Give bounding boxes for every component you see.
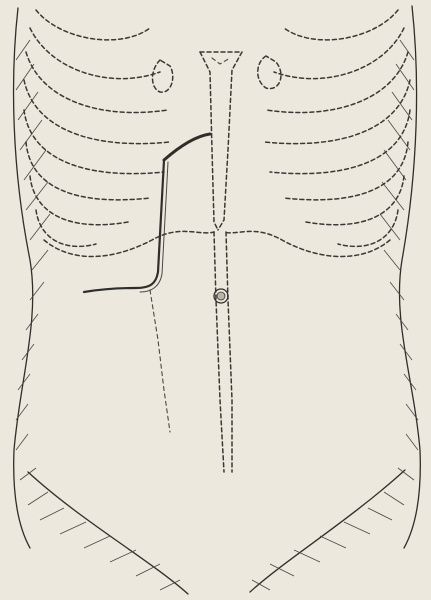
- anatomical-illustration: [0, 0, 431, 600]
